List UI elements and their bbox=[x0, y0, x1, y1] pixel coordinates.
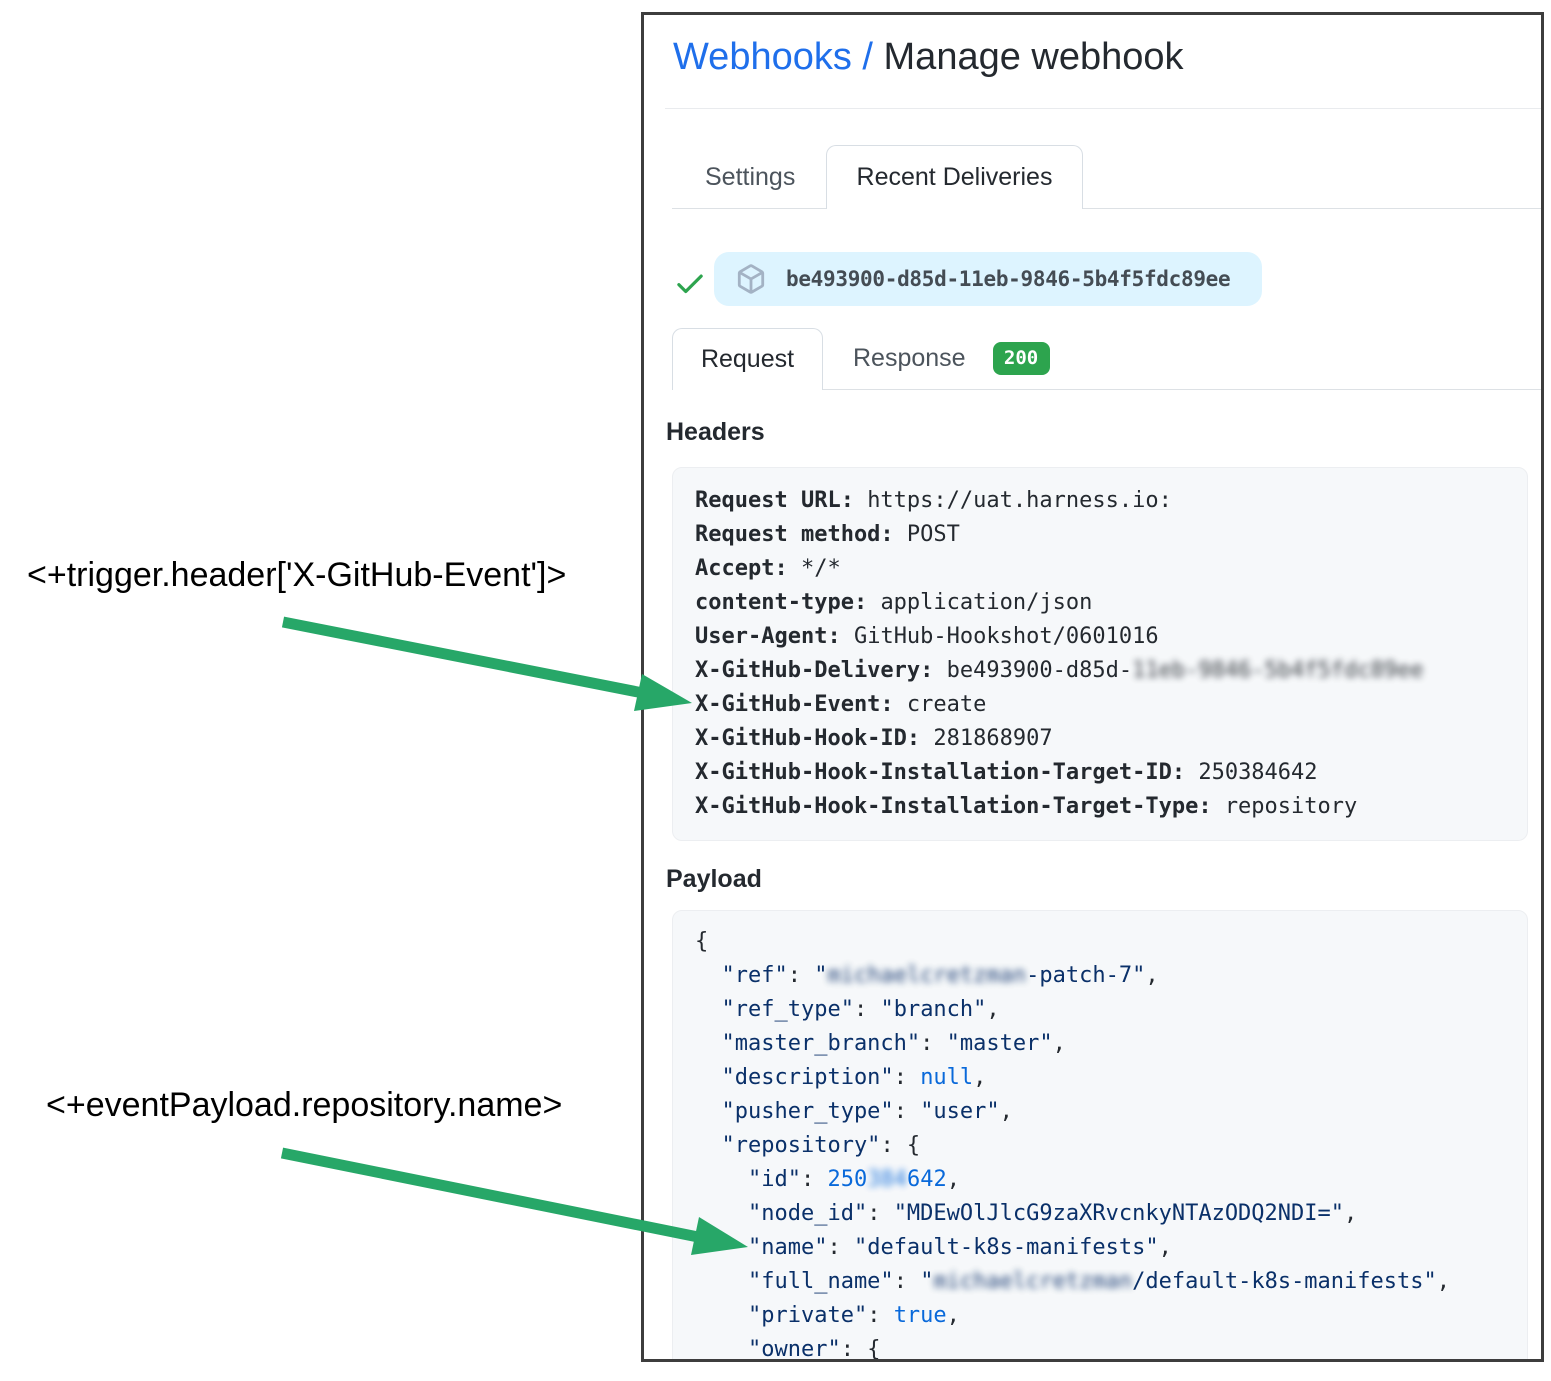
headers-code: Request URL: https://uat.harness.io: Requ… bbox=[672, 467, 1528, 841]
payload-line: "description": null, bbox=[695, 1065, 987, 1090]
payload-line: "owner": { bbox=[695, 1337, 881, 1362]
payload-expression-annotation: <+eventPayload.repository.name> bbox=[46, 1086, 563, 1124]
payload-line: "pusher_type": "user", bbox=[695, 1099, 1013, 1124]
check-icon bbox=[677, 274, 703, 294]
title-divider bbox=[665, 108, 1541, 109]
header-row: Accept: */* bbox=[695, 556, 841, 581]
tab-recent-deliveries[interactable]: Recent Deliveries bbox=[826, 145, 1083, 209]
screenshot-frame: Webhooks / Manage webhook Settings Recen… bbox=[641, 12, 1544, 1362]
package-icon bbox=[737, 264, 765, 294]
tab-response-label: Response bbox=[853, 344, 966, 372]
detail-tabnav-border bbox=[672, 389, 1541, 390]
tabnav-border bbox=[672, 208, 1541, 209]
tab-response[interactable]: Response 200 bbox=[853, 328, 1050, 389]
trigger-expression-annotation: <+trigger.header['X-GitHub-Event']> bbox=[27, 556, 567, 594]
header-row: content-type: application/json bbox=[695, 590, 1093, 615]
arrow-to-github-event bbox=[281, 616, 692, 711]
payload-line: "full_name": "michaelcretzman/default-k8… bbox=[695, 1269, 1451, 1294]
response-status-badge: 200 bbox=[992, 342, 1050, 375]
header-row: X-GitHub-Hook-Installation-Target-Type: … bbox=[695, 794, 1358, 819]
header-row: X-GitHub-Event: create bbox=[695, 692, 987, 717]
payload-line: { bbox=[695, 929, 709, 954]
header-row: User-Agent: GitHub-Hookshot/0601016 bbox=[695, 624, 1159, 649]
payload-line: "id": 250384642, bbox=[695, 1167, 960, 1192]
header-row: X-GitHub-Delivery: be493900-d85d-11eb-98… bbox=[695, 658, 1424, 683]
payload-line: "ref": "michaelcretzman-patch-7", bbox=[695, 963, 1159, 988]
payload-line: "ref_type": "branch", bbox=[695, 997, 1000, 1022]
payload-line: "master_branch": "master", bbox=[695, 1031, 1066, 1056]
tab-request[interactable]: Request bbox=[672, 328, 823, 390]
payload-code: { "ref": "michaelcretzman-patch-7", "ref… bbox=[672, 910, 1528, 1362]
header-row: Request URL: https://uat.harness.io: bbox=[695, 488, 1172, 513]
delivery-item[interactable]: be493900-d85d-11eb-9846-5b4f5fdc89ee bbox=[714, 252, 1262, 306]
webhooks-breadcrumb-link[interactable]: Webhooks / bbox=[673, 36, 873, 78]
tab-settings[interactable]: Settings bbox=[705, 163, 796, 191]
header-row: Request method: POST bbox=[695, 522, 960, 547]
page-title: Webhooks / Manage webhook bbox=[673, 33, 1184, 81]
headers-heading: Headers bbox=[666, 418, 765, 446]
page-title-text: Manage webhook bbox=[872, 36, 1184, 78]
header-row: X-GitHub-Hook-ID: 281868907 bbox=[695, 726, 1053, 751]
payload-line: "node_id": "MDEwOlJlcG9zaXRvcnkyNTAzODQ2… bbox=[695, 1201, 1358, 1226]
payload-line: "name": "default-k8s-manifests", bbox=[695, 1235, 1172, 1260]
payload-heading: Payload bbox=[666, 865, 762, 893]
payload-line: "repository": { bbox=[695, 1133, 921, 1158]
header-row: X-GitHub-Hook-Installation-Target-ID: 25… bbox=[695, 760, 1318, 785]
payload-line: "private": true, bbox=[695, 1303, 960, 1328]
delivery-guid: be493900-d85d-11eb-9846-5b4f5fdc89ee bbox=[786, 267, 1231, 291]
